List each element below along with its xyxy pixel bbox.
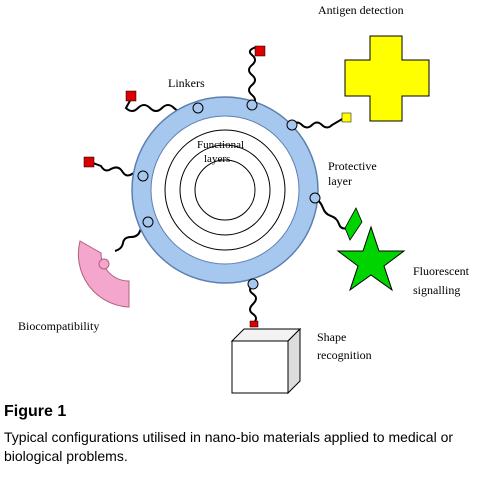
figure-title: Figure 1 [4, 403, 67, 420]
nanoparticle-diagram: Antigen detection Linkers Functional lay… [18, 3, 470, 395]
linker-end-yellow [341, 112, 352, 123]
label-shape: Shape [317, 330, 346, 344]
linker-bottom [249, 283, 257, 325]
label-protective: Protective [328, 159, 377, 173]
label-fluorescent: Fluorescent [413, 264, 470, 278]
figure-caption: Typical configurations utilised in nano-… [4, 429, 454, 464]
label-protective-layer: layer [328, 174, 352, 188]
label-layers: layers [204, 153, 230, 165]
linker-end-markers [83, 45, 266, 328]
label-biocompatibility: Biocompatibility [18, 319, 99, 333]
linker-right [314, 197, 348, 230]
linker-top [248, 46, 258, 106]
fluorescent-star [336, 225, 406, 292]
inner-core [150, 115, 300, 265]
label-linkers: Linkers [168, 76, 205, 90]
shape-cube [230, 327, 302, 395]
fluorescent-fragment [344, 207, 363, 241]
label-functional: Functional [197, 139, 244, 151]
label-signalling: signalling [413, 283, 460, 297]
biocompatibility-center [98, 258, 110, 270]
linker-top-right [291, 117, 345, 129]
functional-layer-rings [164, 129, 286, 251]
antigen-cross [344, 35, 430, 122]
biocompatibility-shape [77, 240, 130, 308]
label-recognition: recognition [317, 348, 372, 362]
linker-anchors [137, 99, 321, 290]
label-antigen-detection: Antigen detection [318, 3, 404, 17]
